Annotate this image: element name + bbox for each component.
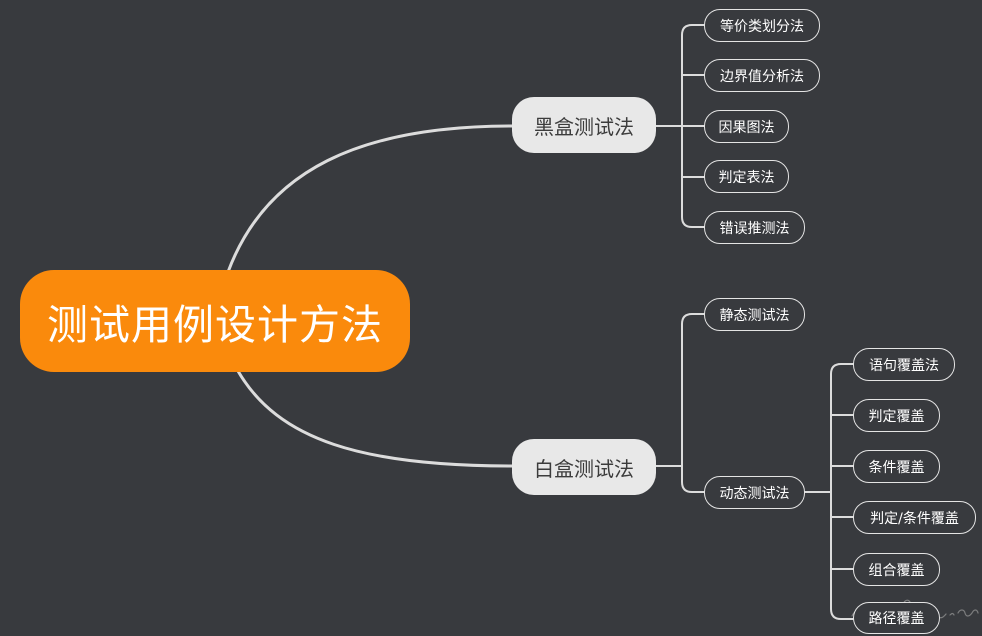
root-node-test-case-design-methods: 测试用例设计方法 — [20, 270, 410, 372]
leaf-boundary-value-analysis: 边界值分析法 — [704, 59, 820, 92]
connector-root-to-black-box — [226, 124, 514, 274]
leaf-condition-coverage: 条件覆盖 — [853, 450, 940, 483]
leaf-combination-coverage: 组合覆盖 — [853, 553, 940, 586]
bracket-white-box-children — [681, 313, 705, 493]
leaf-decision-condition-coverage: 判定/条件覆盖 — [853, 501, 976, 534]
leaf-decision-table: 判定表法 — [704, 160, 789, 193]
bracket-dynamic-children — [830, 363, 854, 620]
leaf-statement-coverage: 语句覆盖法 — [853, 348, 955, 381]
connector-root-to-white-box — [236, 369, 514, 468]
leaf-equivalence-partitioning: 等价类划分法 — [704, 9, 820, 42]
leaf-path-coverage: 路径覆盖 — [853, 602, 940, 634]
leaf-dynamic-testing: 动态测试法 — [704, 476, 805, 509]
branch-node-black-box-testing: 黑盒测试法 — [512, 97, 656, 153]
leaf-cause-effect-graph: 因果图法 — [704, 110, 789, 143]
leaf-decision-coverage: 判定覆盖 — [853, 399, 940, 432]
leaf-static-testing: 静态测试法 — [704, 298, 805, 331]
leaf-error-guessing: 错误推测法 — [704, 211, 805, 244]
branch-node-white-box-testing: 白盒测试法 — [512, 439, 656, 495]
